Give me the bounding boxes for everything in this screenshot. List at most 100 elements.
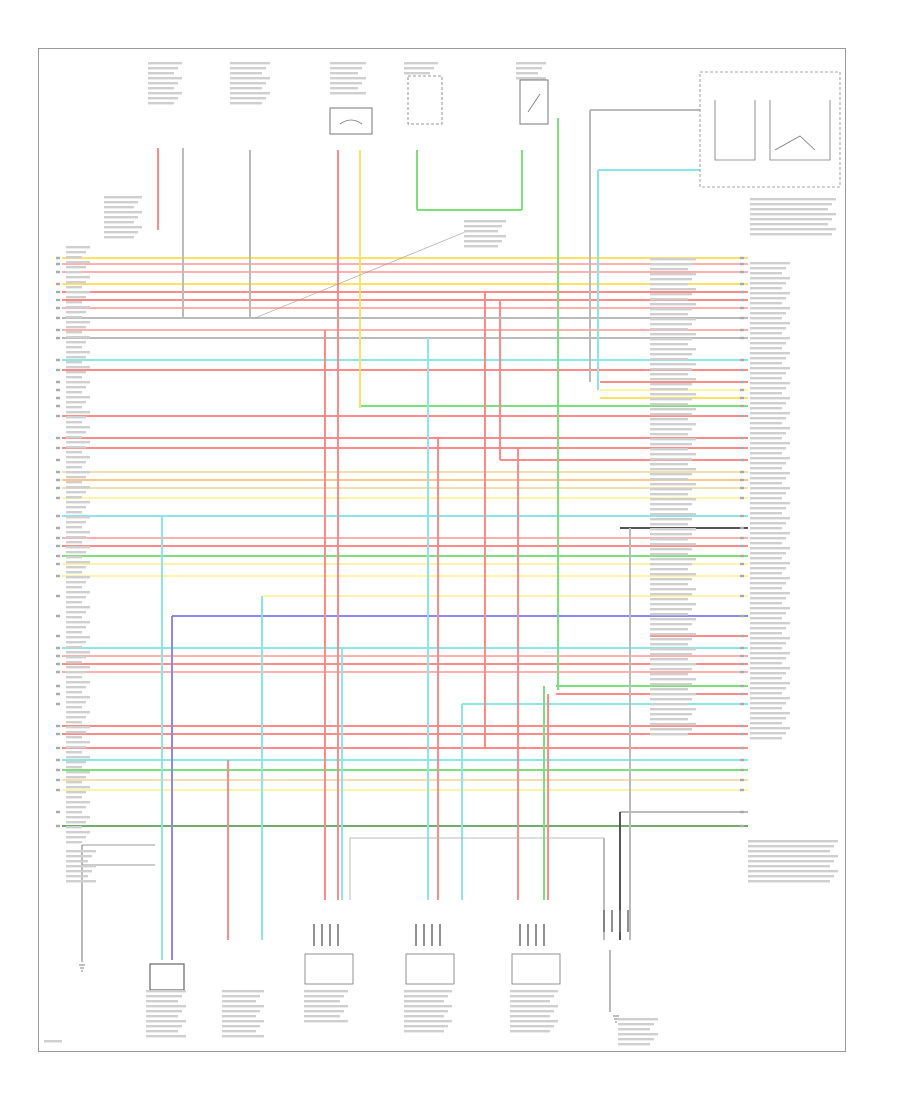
wire-code-left-column xyxy=(66,691,82,694)
wire-code-left-column xyxy=(66,561,90,564)
component-caption xyxy=(222,1015,256,1018)
component-caption xyxy=(464,220,506,223)
wire-code-left-column xyxy=(66,346,82,349)
wire-code-column xyxy=(650,298,688,301)
signal-name-column xyxy=(750,267,786,270)
wire-code-left-column xyxy=(66,436,82,439)
wire-code-left-column xyxy=(66,736,82,739)
wire-code-left-column xyxy=(66,601,82,604)
wire-code-left-column xyxy=(66,566,86,569)
wire-code-left-column xyxy=(66,301,82,304)
component-caption xyxy=(510,1015,550,1018)
signal-name-column xyxy=(750,612,786,615)
pin-number-right xyxy=(740,692,744,696)
wire-code-left-column xyxy=(66,586,82,589)
component-caption xyxy=(618,1043,650,1046)
component-caption xyxy=(510,1010,554,1013)
signal-name-column xyxy=(750,432,786,435)
signal-name-column xyxy=(750,277,790,280)
wire-code-column xyxy=(650,548,692,551)
component-caption xyxy=(66,870,92,873)
component-caption xyxy=(222,1025,260,1028)
component-caption xyxy=(510,1000,550,1003)
signal-name-column xyxy=(750,287,782,290)
signal-name-column xyxy=(750,417,786,420)
wire-code-left-column xyxy=(66,671,86,674)
pin-number-right xyxy=(740,758,744,762)
wire-code-left-column xyxy=(66,571,82,574)
wire-code-left-column xyxy=(66,406,82,409)
wire-code-left-column xyxy=(66,781,82,784)
wire-code-column xyxy=(650,603,696,606)
component-caption xyxy=(148,92,182,95)
component-caption xyxy=(510,1025,554,1028)
component-caption xyxy=(104,211,142,214)
pin-number-left xyxy=(56,574,60,578)
signal-name-column xyxy=(750,422,782,425)
wire-code-left-column xyxy=(66,326,86,329)
component-caption xyxy=(464,245,498,248)
wire-code-left-column xyxy=(66,366,90,369)
signal-name-column xyxy=(750,597,786,600)
wire-code-left-column xyxy=(66,466,82,469)
pin-number-left xyxy=(56,368,60,372)
wire-code-column xyxy=(650,588,696,591)
pin-number-left xyxy=(56,758,60,762)
pin-number-right xyxy=(740,778,744,782)
wire-code-column xyxy=(650,658,688,661)
signal-name-column xyxy=(750,727,790,730)
pin-number-left xyxy=(56,662,60,666)
component-caption xyxy=(230,87,262,90)
signal-name-column xyxy=(750,492,786,495)
pin-number-right xyxy=(740,380,744,384)
component-caption xyxy=(330,72,358,75)
wire-code-left-column xyxy=(66,456,90,459)
wire-code-column xyxy=(650,653,692,656)
wire-code-left-column xyxy=(66,546,90,549)
wire-code-left-column xyxy=(66,706,82,709)
signal-name-column xyxy=(750,567,786,570)
wire-code-left-column xyxy=(66,716,86,719)
wire-code-left-column xyxy=(66,306,90,309)
wire-code-left-column xyxy=(66,356,86,359)
wire-code-column xyxy=(650,458,692,461)
signal-name-column xyxy=(750,402,786,405)
component-caption xyxy=(148,72,174,75)
wire-code-column xyxy=(650,268,688,271)
signal-name-column xyxy=(750,572,782,575)
signal-name-column xyxy=(750,617,782,620)
pin-number-left xyxy=(56,316,60,320)
wire-code-column xyxy=(650,438,696,441)
pin-number-right xyxy=(740,810,744,814)
pin-number-left xyxy=(56,594,60,598)
range-sensor-switch xyxy=(714,100,831,161)
wire-code-left-column xyxy=(66,666,90,669)
pin-number-left xyxy=(56,562,60,566)
wire-code-left-column xyxy=(66,376,82,379)
pin-number-left xyxy=(56,380,60,384)
wire-code-column xyxy=(650,323,692,326)
wire-code-column xyxy=(650,348,696,351)
wire-code-column xyxy=(650,608,692,611)
signal-name-column xyxy=(750,407,782,410)
component-caption xyxy=(146,1035,186,1038)
wire-code-column xyxy=(650,258,696,261)
wire-code-left-column xyxy=(66,696,90,699)
component-caption xyxy=(304,990,348,993)
component-caption xyxy=(750,213,836,216)
map-sensor-box xyxy=(329,107,373,135)
wire-code-left-column xyxy=(66,521,86,524)
component-caption xyxy=(516,77,546,80)
signal-name-column xyxy=(750,307,790,310)
component-caption xyxy=(748,860,834,863)
wire-code-left-column xyxy=(66,526,82,529)
signal-name-column xyxy=(750,387,786,390)
wire-code-left-column xyxy=(66,626,86,629)
component-caption xyxy=(104,226,142,229)
signal-name-column xyxy=(750,712,790,715)
signal-name-column xyxy=(750,642,786,645)
wire-layer xyxy=(62,109,748,1012)
wire-code-left-column xyxy=(66,256,82,259)
signal-name-column xyxy=(750,527,782,530)
wire-code-left-column xyxy=(66,771,90,774)
